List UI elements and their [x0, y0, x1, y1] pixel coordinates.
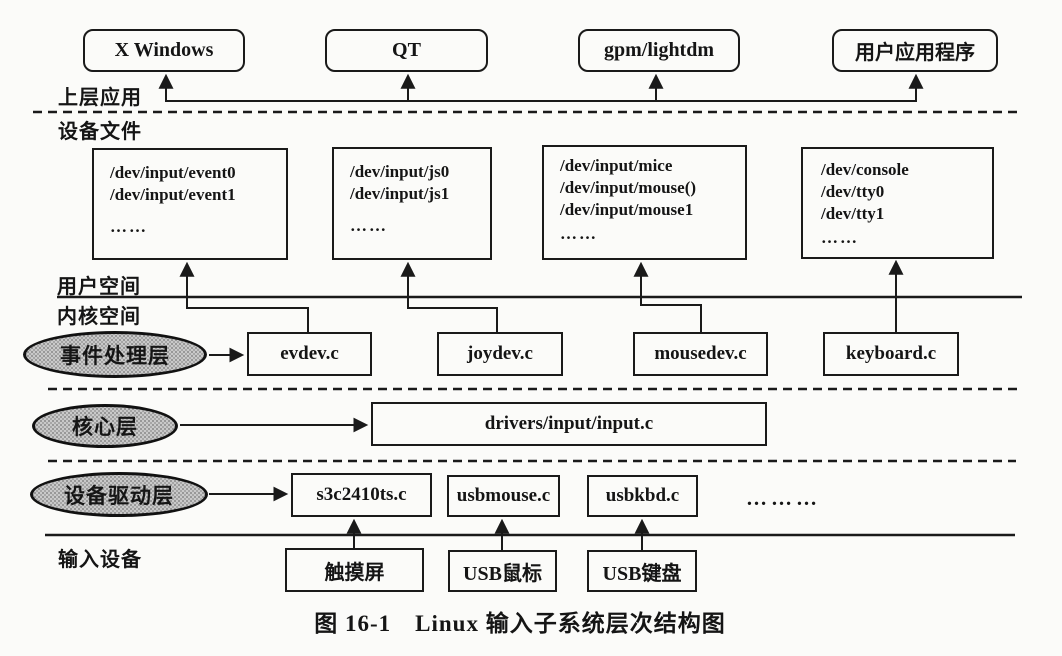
device-file-path: /dev/input/mouse1 — [560, 200, 694, 219]
module-box-joydev: joydev.c — [437, 332, 563, 376]
app-box-x-windows: X Windows — [83, 29, 245, 72]
device-files-box-mouse: /dev/input/mice /dev/input/mouse() /dev/… — [542, 145, 747, 260]
label-upper-apps: 上层应用 — [58, 87, 142, 109]
label-user-space: 用户空间 — [57, 276, 141, 298]
device-file-path: /dev/input/mice — [560, 156, 673, 175]
ellipsis-text: …… — [821, 228, 859, 247]
device-box-usb-mouse: USB鼠标 — [448, 550, 557, 592]
device-files-box-tty: /dev/console /dev/tty0 /dev/tty1 …… — [801, 147, 994, 259]
label-input-devices: 输入设备 — [58, 549, 142, 571]
app-box-user-applications: 用户应用程序 — [832, 29, 998, 72]
device-file-path: /dev/input/event1 — [110, 185, 236, 204]
device-files-box-event: /dev/input/event0 /dev/input/event1 …… — [92, 148, 288, 260]
device-file-path: /dev/tty0 — [821, 182, 885, 201]
device-file-path: /dev/input/event0 — [110, 163, 236, 182]
core-layer-ellipse: 核心层 — [32, 404, 178, 448]
event-handler-layer-ellipse: 事件处理层 — [23, 331, 207, 378]
module-box-keyboard: keyboard.c — [823, 332, 959, 376]
module-box-s3c2410ts: s3c2410ts.c — [291, 473, 432, 517]
device-box-touchscreen: 触摸屏 — [285, 548, 424, 592]
device-file-path: /dev/console — [821, 160, 909, 179]
ellipsis-text: …… — [350, 216, 388, 235]
device-driver-layer-ellipse: 设备驱动层 — [30, 472, 208, 517]
app-box-gpm-lightdm: gpm/lightdm — [578, 29, 740, 72]
label-device-files: 设备文件 — [58, 121, 142, 143]
module-box-input-core: drivers/input/input.c — [371, 402, 767, 446]
module-box-mousedev: mousedev.c — [633, 332, 768, 376]
module-box-evdev: evdev.c — [247, 332, 372, 376]
device-file-path: /dev/tty1 — [821, 204, 885, 223]
ellipsis-text: ……… — [746, 486, 821, 510]
ellipsis-text: …… — [560, 224, 598, 243]
ellipsis-text: …… — [110, 217, 148, 236]
device-file-path: /dev/input/js0 — [350, 162, 450, 181]
device-files-box-js: /dev/input/js0 /dev/input/js1 …… — [332, 147, 492, 260]
device-file-path: /dev/input/mouse() — [560, 178, 697, 197]
app-box-qt: QT — [325, 29, 488, 72]
device-file-path: /dev/input/js1 — [350, 184, 450, 203]
module-box-usbmouse: usbmouse.c — [447, 475, 560, 517]
module-box-usbkbd: usbkbd.c — [587, 475, 698, 517]
figure-caption: 图 16-1 Linux 输入子系统层次结构图 — [314, 611, 726, 636]
device-box-usb-keyboard: USB键盘 — [587, 550, 697, 592]
label-kernel-space: 内核空间 — [57, 306, 141, 328]
